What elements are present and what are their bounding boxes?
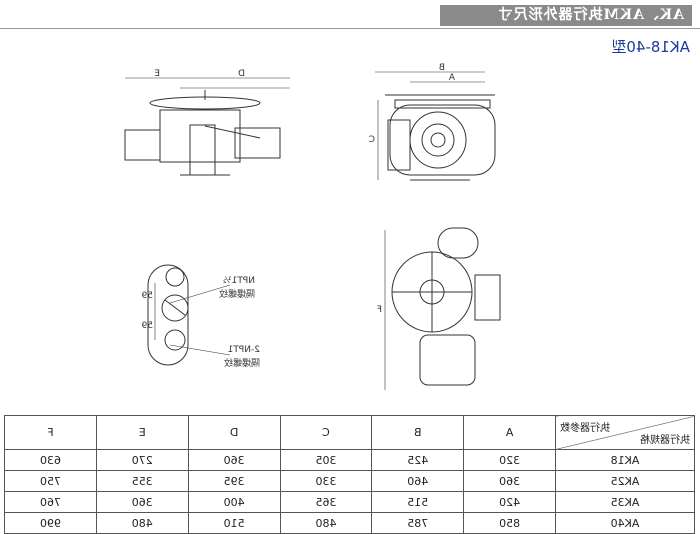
- value-cell: 425: [371, 449, 464, 471]
- value-cell: 480: [280, 512, 372, 534]
- value-cell: 750: [4, 470, 97, 492]
- actuator-drawings: B A C D E F: [124, 63, 501, 390]
- column-header: E: [96, 415, 189, 450]
- port-spacing-2: 59: [141, 321, 153, 331]
- value-cell: 990: [4, 512, 97, 534]
- value-cell: 305: [280, 449, 372, 471]
- column-header: A: [463, 415, 556, 450]
- front-view-drawing: B A C: [369, 63, 496, 181]
- model-cell: AK18: [555, 449, 695, 471]
- value-cell: 395: [188, 470, 281, 492]
- port-spacing-1: 59: [141, 291, 153, 301]
- value-cell: 785: [371, 512, 464, 534]
- value-cell: 360: [463, 470, 556, 492]
- value-cell: 850: [463, 512, 556, 534]
- column-header: F: [4, 415, 97, 450]
- side-view-drawing: D E: [124, 69, 290, 176]
- port-1-note: 隔爆螺纹: [219, 288, 255, 300]
- value-cell: 400: [188, 491, 281, 513]
- value-cell: 515: [371, 491, 464, 513]
- model-cell: AK25: [555, 470, 695, 492]
- port-1-label: NPT1½: [223, 276, 255, 286]
- dim-label-c: C: [369, 135, 375, 145]
- value-cell: 360: [96, 491, 189, 513]
- dim-label-d: D: [238, 69, 245, 79]
- model-cell: AK35: [555, 491, 695, 513]
- corner-params-label: 执行器参数: [560, 423, 610, 434]
- bottom-view-drawing: F: [377, 227, 501, 390]
- value-cell: 420: [463, 491, 556, 513]
- value-cell: 365: [280, 491, 372, 513]
- value-cell: 355: [96, 470, 189, 492]
- port-2-label: 2-NPT1: [228, 345, 260, 355]
- port-2-note: 隔爆螺纹: [224, 357, 260, 369]
- dim-label-f: F: [377, 305, 382, 315]
- dim-label-a: A: [448, 73, 455, 83]
- column-header: B: [371, 415, 464, 450]
- value-cell: 330: [280, 470, 372, 492]
- value-cell: 320: [463, 449, 556, 471]
- value-cell: 510: [188, 512, 281, 534]
- corner-model-label: 执行器规格: [640, 435, 690, 446]
- value-cell: 760: [4, 491, 97, 513]
- corner-header-cell: 执行器参数 执行器规格: [555, 415, 695, 450]
- value-cell: 480: [96, 512, 189, 534]
- dim-label-e: E: [154, 69, 160, 79]
- model-cell: AK40: [555, 512, 695, 534]
- column-header: C: [280, 415, 372, 450]
- value-cell: 630: [4, 449, 97, 471]
- value-cell: 460: [371, 470, 464, 492]
- cable-ports-drawing: 59 59 NPT1½ 隔爆螺纹 2-NPT1 隔爆螺纹: [141, 264, 260, 369]
- column-header: D: [188, 415, 281, 450]
- dim-label-b: B: [439, 63, 445, 73]
- value-cell: 270: [96, 449, 189, 471]
- value-cell: 360: [188, 449, 281, 471]
- table-header-row: 执行器参数 执行器规格 A B C D E F: [4, 415, 695, 450]
